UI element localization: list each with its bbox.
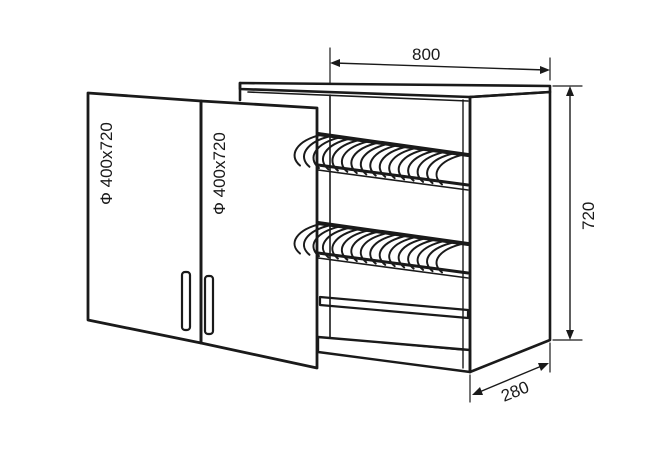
depth-arrow-front <box>472 387 483 395</box>
rack-wire <box>303 223 333 256</box>
top-panel-inner-edge <box>247 91 469 102</box>
width-arrow-left <box>330 59 340 67</box>
width-label: 800 <box>412 45 440 64</box>
lower-shelf <box>318 295 470 320</box>
rack-wire <box>407 149 437 182</box>
rack-wire <box>331 227 361 260</box>
rack-wire <box>359 231 390 264</box>
rack-wire <box>378 234 409 266</box>
upper-rack-wires <box>293 133 465 186</box>
lower-rack-wires <box>293 222 465 274</box>
lower-dish-rack <box>293 221 470 279</box>
right-door: Ф 400х720 <box>199 99 319 370</box>
depth-dimension-line <box>476 364 545 394</box>
rack-wire <box>416 150 447 183</box>
depth-arrow-back <box>538 363 549 371</box>
rack-wire <box>369 233 399 265</box>
depth-dimension: 280 <box>469 342 551 406</box>
rack-wire <box>435 153 465 186</box>
rack-wire <box>378 145 409 178</box>
rack-wire <box>426 241 456 273</box>
rack-wire <box>397 148 428 181</box>
rack-wire <box>350 141 380 175</box>
right-door-handle <box>203 274 215 336</box>
height-label: 720 <box>579 202 598 230</box>
left-door-label: Ф 400х720 <box>97 122 116 205</box>
rack-wire <box>322 226 352 259</box>
rack-wire <box>303 134 333 168</box>
lower-rack-front-rail <box>316 251 470 275</box>
left-door: Ф 400х720 <box>86 91 203 345</box>
left-door-handle <box>180 270 192 332</box>
rack-wire <box>388 146 418 180</box>
rack-wire <box>369 144 399 177</box>
rack-wire <box>397 237 428 269</box>
bottom-panel <box>316 335 472 374</box>
rack-wire <box>331 138 361 172</box>
height-arrow-bottom <box>566 330 574 340</box>
width-arrow-right <box>540 66 550 74</box>
width-dimension: 800 <box>329 45 551 84</box>
height-dimension: 720 <box>552 85 598 341</box>
rack-wire <box>322 137 352 171</box>
right-side-panel <box>468 90 552 374</box>
right-door-panel <box>199 99 319 370</box>
cabinet-carcass <box>238 81 552 374</box>
rack-wire <box>388 235 418 268</box>
rack-wire <box>435 242 465 274</box>
width-dimension-line <box>333 62 547 71</box>
rack-wire <box>359 142 390 176</box>
upper-dish-rack <box>293 132 470 191</box>
right-door-label: Ф 400х720 <box>210 132 229 215</box>
rack-wire <box>416 239 447 271</box>
rack-wire <box>341 140 371 173</box>
lower-rack-lip <box>317 257 469 279</box>
bottom-panel-back-edge <box>329 337 464 351</box>
rack-wire <box>407 238 437 270</box>
height-arrow-top <box>566 86 574 96</box>
rack-wire <box>350 230 380 263</box>
upper-rack-lip <box>317 169 469 191</box>
rack-wire <box>341 229 371 261</box>
upper-rack-front-rail <box>316 163 470 187</box>
rack-wire <box>426 152 456 185</box>
